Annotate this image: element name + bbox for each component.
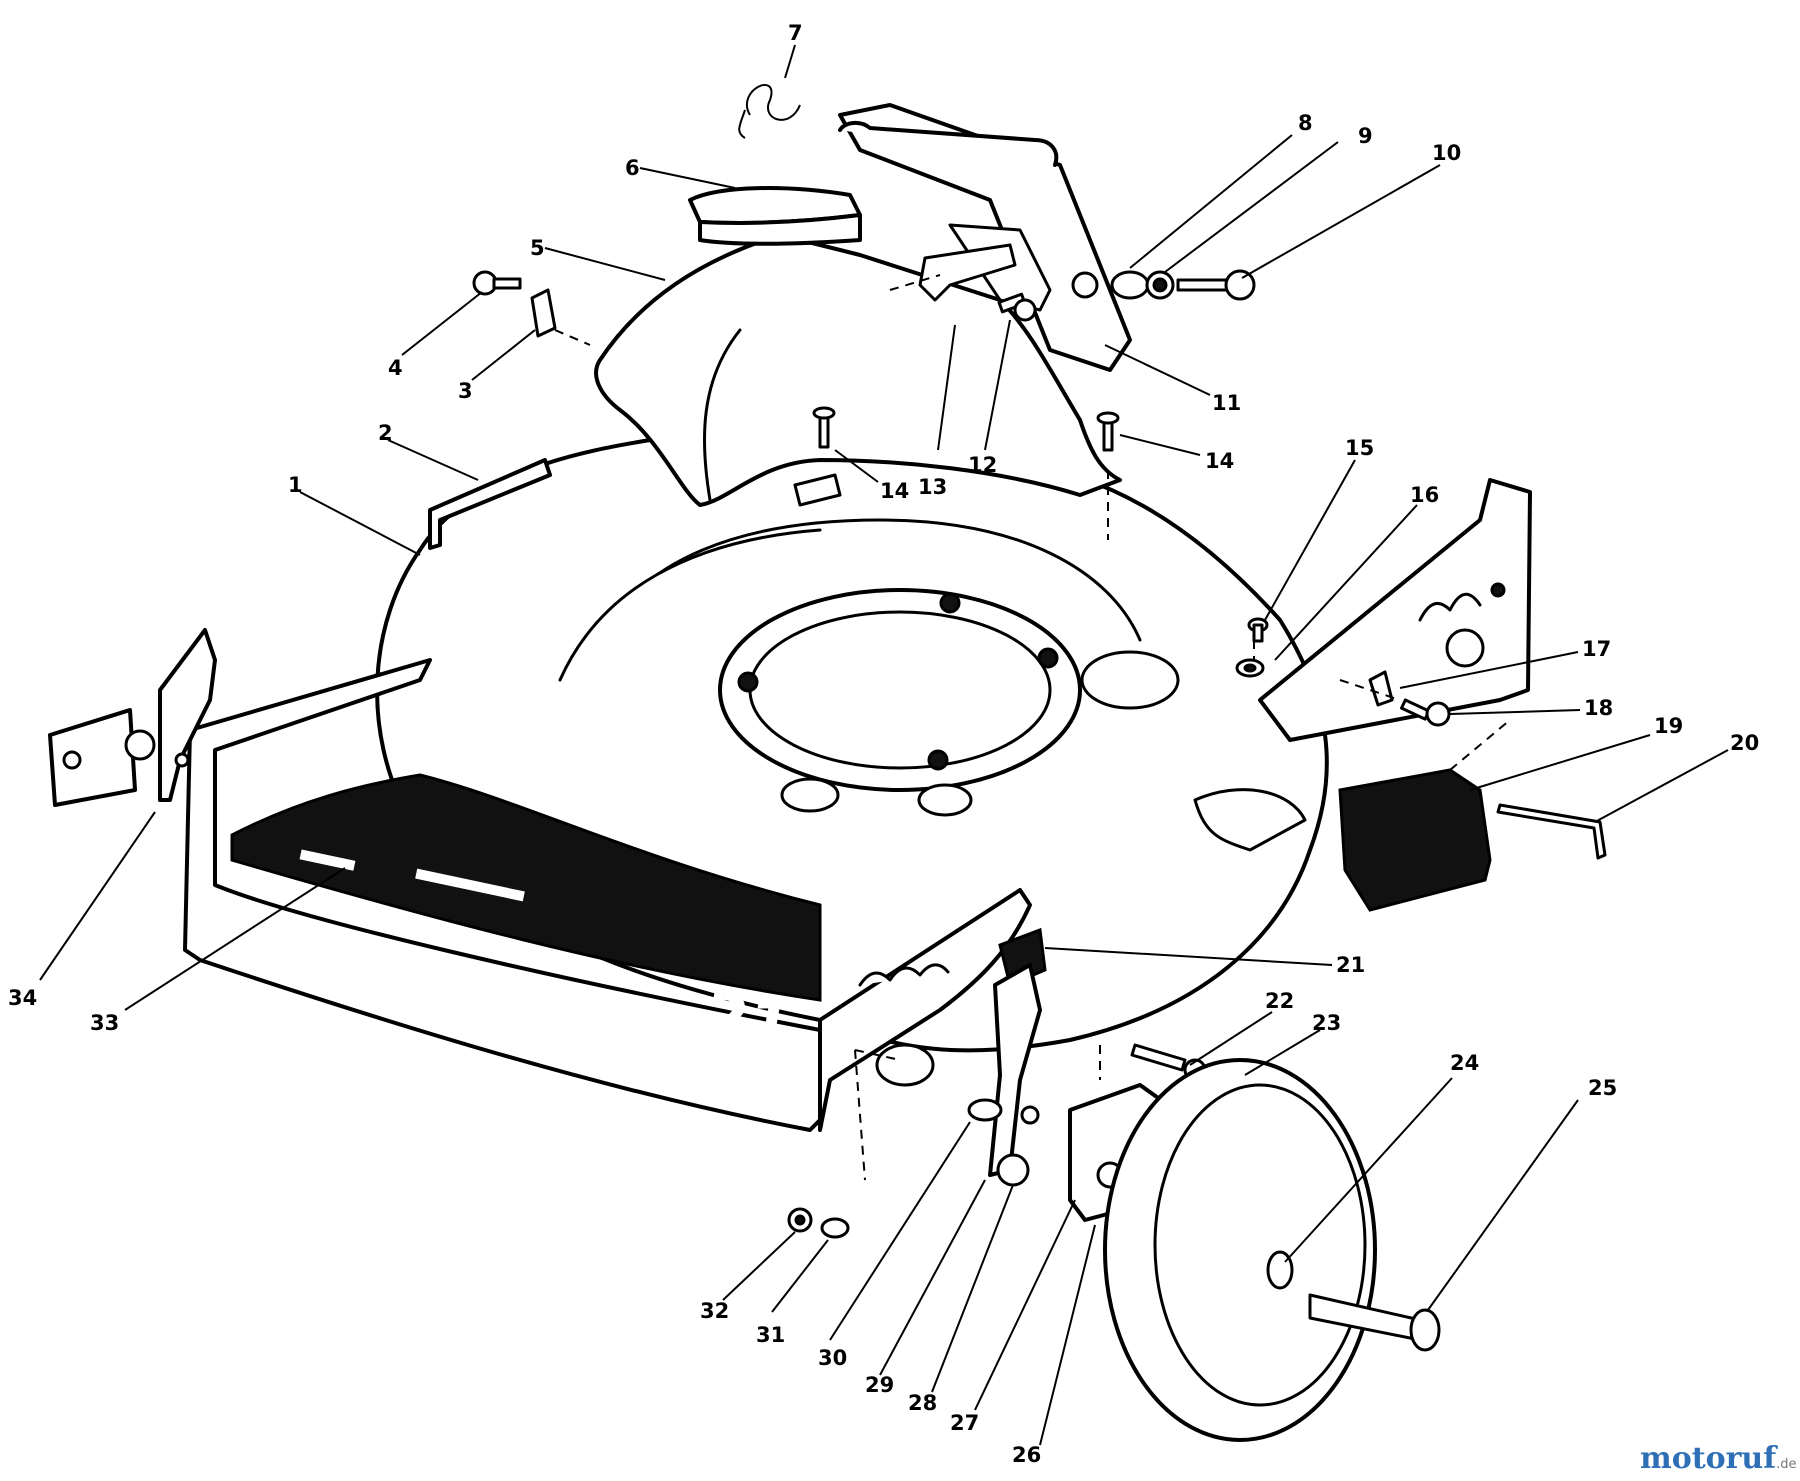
screw-part-14-left <box>793 406 842 507</box>
watermark-brand: motoruf <box>1640 1441 1778 1476</box>
rear-flap-part-6 <box>688 186 862 246</box>
front-height-adjuster <box>818 888 1032 1132</box>
callout-1: 1 <box>288 473 303 497</box>
callout-34: 34 <box>8 986 37 1010</box>
callout-6: 6 <box>625 156 640 180</box>
callout-15: 15 <box>1345 436 1374 460</box>
rod-part-20 <box>1496 803 1607 860</box>
callout-31: 31 <box>756 1323 785 1347</box>
callout-3: 3 <box>458 379 473 403</box>
rear-tab-part-2 <box>428 458 552 550</box>
assembly-lines <box>554 274 1511 1181</box>
callout-27: 27 <box>950 1411 979 1435</box>
callout-8: 8 <box>1298 111 1313 135</box>
clip-nut-part-3 <box>530 288 557 338</box>
bolt-part-4 <box>472 270 522 296</box>
callout-18: 18 <box>1584 696 1613 720</box>
callout-30: 30 <box>818 1346 847 1370</box>
callout-29: 29 <box>865 1373 894 1397</box>
callout-20: 20 <box>1730 731 1759 755</box>
washer-part-30 <box>967 1098 1003 1122</box>
wire-clip-part-7 <box>738 83 801 139</box>
callout-16: 16 <box>1410 483 1439 507</box>
svg-text:motoruf.de: motoruf.de <box>1640 1441 1797 1476</box>
callout-13: 13 <box>918 475 947 499</box>
leader-lines <box>39 44 1729 1446</box>
spring-washer-bolt-8-9-10 <box>1110 269 1256 301</box>
callout-21: 21 <box>1336 953 1365 977</box>
callout-labels: 1 2 3 4 5 6 7 8 9 10 11 12 13 14 14 15 1… <box>8 21 1759 1467</box>
deck-side-slot <box>1193 788 1307 852</box>
callout-14-right: 14 <box>1205 449 1234 473</box>
blade-opening-ring <box>718 588 1180 817</box>
nut-washer-parts-31-32 <box>787 1207 850 1239</box>
callout-24: 24 <box>1450 1051 1479 1075</box>
callout-22: 22 <box>1265 989 1294 1013</box>
screw-part-14-right <box>1096 411 1120 452</box>
callout-4: 4 <box>388 356 403 380</box>
watermark-tld: .de <box>1776 1457 1796 1472</box>
callout-7: 7 <box>788 21 803 45</box>
callout-17: 17 <box>1582 637 1611 661</box>
watermark-logo: motoruf.de <box>1640 1441 1797 1476</box>
bolt-part-12 <box>997 292 1037 322</box>
callout-33: 33 <box>90 1011 119 1035</box>
right-height-adjuster <box>1258 478 1532 742</box>
callout-28: 28 <box>908 1391 937 1415</box>
callout-10: 10 <box>1432 141 1461 165</box>
callout-19: 19 <box>1654 714 1683 738</box>
left-height-adjuster <box>48 628 217 807</box>
callout-11: 11 <box>1212 391 1241 415</box>
callout-25: 25 <box>1588 1076 1617 1100</box>
callout-12: 12 <box>968 453 997 477</box>
callout-2: 2 <box>378 421 393 445</box>
bolt-part-18 <box>1400 698 1451 727</box>
adjuster-handle-part-21 <box>988 927 1047 1187</box>
callout-9: 9 <box>1358 124 1373 148</box>
callout-23: 23 <box>1312 1011 1341 1035</box>
callout-26: 26 <box>1012 1443 1041 1467</box>
rear-baffle-part-19 <box>1338 768 1492 912</box>
wheel-part-23 <box>1103 1058 1377 1442</box>
callout-14-left: 14 <box>880 479 909 503</box>
callout-32: 32 <box>700 1299 729 1323</box>
latch-plate-part-13 <box>918 243 1017 302</box>
decal-21-label: 21 <box>699 977 797 1064</box>
discharge-chute <box>594 233 1122 507</box>
washer-nut-parts-15-16 <box>1235 617 1269 678</box>
callout-5: 5 <box>530 236 545 260</box>
axle-bolt-part-25 <box>1308 1293 1441 1352</box>
